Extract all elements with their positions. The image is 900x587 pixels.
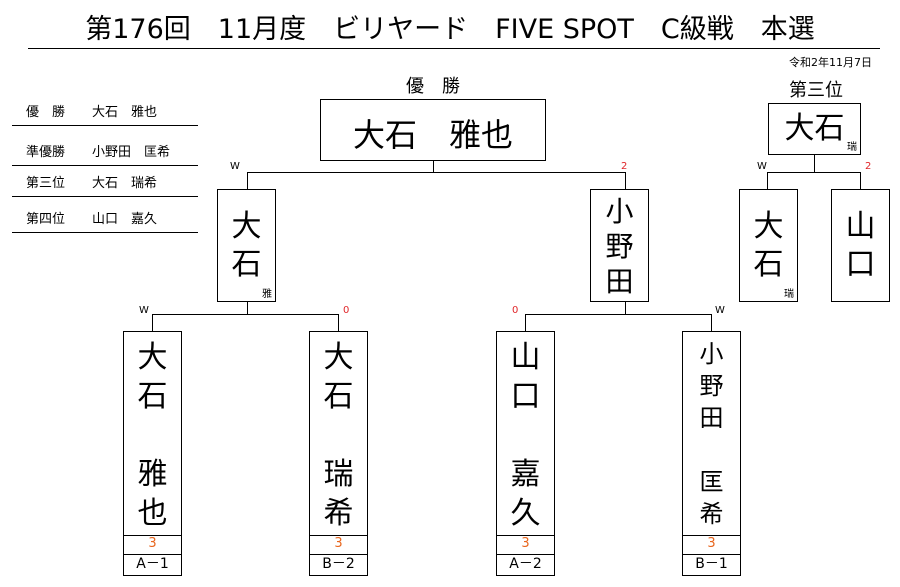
third-place-suffix: 瑞	[847, 142, 857, 153]
semi-box-2: 大石 瑞希 3 B－2	[309, 331, 368, 576]
event-date: 令和2年11月7日	[789, 56, 872, 69]
final-right-box: 小野田	[590, 189, 649, 302]
summary-row-third: 第三位 大石 瑞希	[12, 172, 198, 197]
bracket-line	[247, 172, 626, 173]
box-divider	[310, 554, 367, 555]
seed-code: B－2	[322, 556, 355, 572]
bracket-line	[525, 314, 526, 331]
semi-3-mark: 0	[512, 305, 519, 316]
player-suffix: 瑞	[784, 289, 794, 300]
summary-name: 大石 雅也	[92, 105, 158, 120]
box-divider	[683, 554, 740, 555]
match-score: 3	[334, 536, 343, 551]
summary-name: 大石 瑞希	[92, 176, 158, 191]
bracket-line	[247, 172, 248, 189]
semi-4-mark: W	[715, 305, 725, 316]
third-place-name: 大石	[784, 111, 845, 146]
player-name-vertical: 小野田	[605, 195, 634, 298]
bracket-line	[711, 314, 712, 331]
semi-box-3: 山口 嘉久 3 A－2	[496, 331, 555, 576]
bracket-line	[625, 302, 626, 314]
semi-box-1: 大石 雅也 3 A－1	[123, 331, 182, 576]
semi-1-mark: W	[139, 305, 149, 316]
seed-code: B－1	[695, 556, 728, 572]
third-place-box: 大石 瑞	[768, 103, 861, 155]
bracket-line	[814, 155, 815, 172]
player-name-vertical: 大石 瑞希	[323, 340, 354, 531]
summary-label: 第四位	[26, 212, 66, 227]
summary-label: 準優勝	[26, 145, 66, 160]
page-title: 第176回 11月度 ビリヤード FIVE SPOT C級戦 本選	[85, 14, 815, 45]
title-underline	[28, 48, 880, 49]
summary-name: 小野田 匡希	[92, 145, 171, 160]
bracket-line	[860, 172, 861, 189]
semi-box-4: 小野田 匡希 3 B－1	[682, 331, 741, 576]
summary-label: 第三位	[26, 176, 66, 191]
player-name-vertical: 大石 雅也	[137, 340, 168, 531]
player-name-vertical: 大石	[753, 209, 784, 282]
third-left-box: 大石 瑞	[739, 189, 798, 302]
player-name-vertical: 小野田 匡希	[699, 340, 724, 528]
seed-code: A－1	[136, 556, 169, 572]
third-right-box: 山口	[831, 189, 890, 302]
bracket-line	[767, 172, 768, 189]
match-score: 3	[707, 536, 716, 551]
summary-row-winner: 優 勝 大石 雅也	[12, 101, 198, 126]
bracket-line	[625, 172, 626, 189]
bracket-line	[338, 314, 339, 331]
match-score: 3	[521, 536, 530, 551]
player-name-vertical: 大石	[231, 209, 262, 282]
third-place-header: 第三位	[789, 80, 843, 101]
box-divider	[124, 535, 181, 536]
third-right-mark: 2	[865, 161, 872, 172]
bracket-line	[525, 314, 712, 315]
final-right-mark: 2	[621, 161, 628, 172]
final-left-box: 大石 雅	[217, 189, 276, 302]
bracket-line	[767, 172, 861, 173]
bracket-line	[247, 302, 248, 314]
bracket-line	[152, 314, 338, 315]
champion-header: 優 勝	[406, 76, 460, 97]
player-suffix: 雅	[262, 289, 272, 300]
box-divider	[683, 535, 740, 536]
box-divider	[497, 554, 554, 555]
bracket-line	[152, 314, 153, 331]
box-divider	[497, 535, 554, 536]
third-left-mark: W	[757, 161, 767, 172]
player-name-vertical: 山口	[845, 209, 876, 282]
summary-name: 山口 嘉久	[92, 212, 158, 227]
seed-code: A－2	[509, 556, 542, 572]
match-score: 3	[148, 536, 157, 551]
summary-label: 優 勝	[26, 105, 66, 120]
summary-row-runner-up: 準優勝 小野田 匡希	[12, 141, 198, 166]
final-left-mark: W	[230, 161, 240, 172]
bracket-line	[433, 161, 434, 172]
summary-row-fourth: 第四位 山口 嘉久	[12, 208, 198, 233]
champion-box: 大石 雅也	[320, 99, 546, 161]
box-divider	[310, 535, 367, 536]
champion-name: 大石 雅也	[352, 116, 513, 154]
player-name-vertical: 山口 嘉久	[510, 340, 541, 531]
semi-2-mark: 0	[343, 305, 350, 316]
box-divider	[124, 554, 181, 555]
